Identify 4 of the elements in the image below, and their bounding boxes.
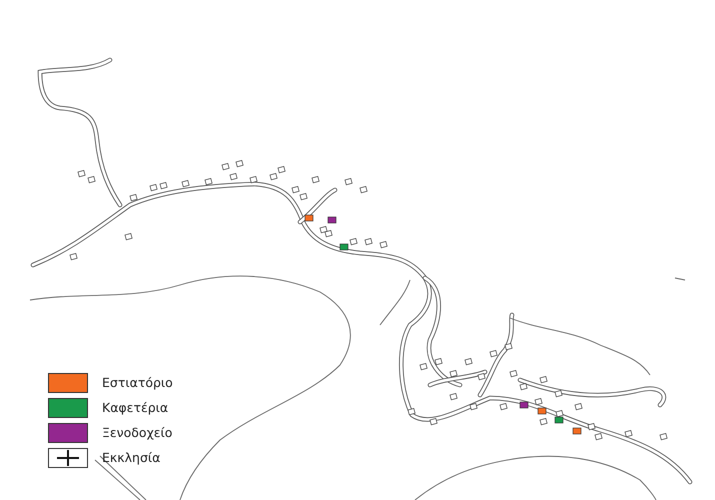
legend-label: Ξενοδοχείο bbox=[102, 425, 172, 440]
legend-label: Καφετέρια bbox=[102, 400, 168, 415]
legend-label: Εκκλησία bbox=[102, 450, 160, 465]
legend-label: Εστιατόριο bbox=[102, 375, 173, 390]
